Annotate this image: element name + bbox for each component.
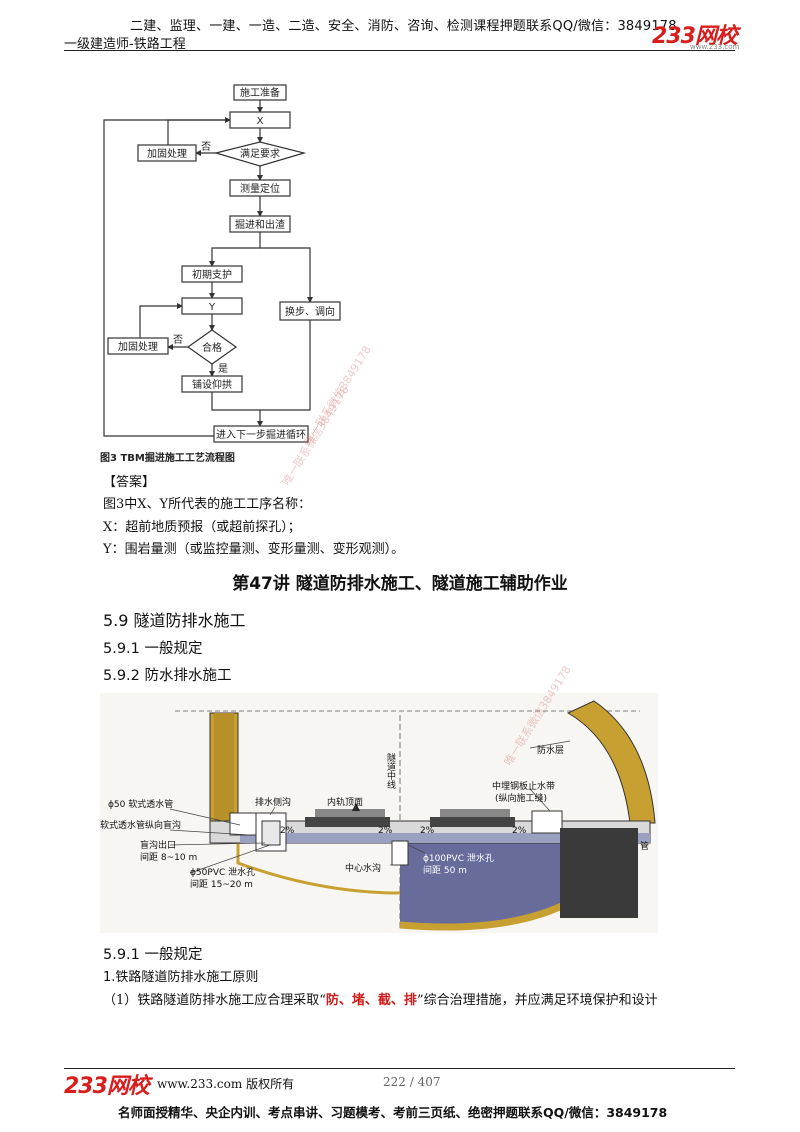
tunnel-drainage-diagram: 隧道中线 防水层 中埋钢板止水带 (纵向施工缝) ϕ50 软式透水管 软式透水管…: [100, 693, 658, 933]
answer-line-3: Y：围岩量测（或监控量测、变形量测、变形观测）。: [103, 542, 405, 557]
flow-node-reinforce1: [137, 144, 197, 162]
section-heading-5-9-1-repeat: 5.9.1 一般规定: [103, 947, 203, 963]
header-subtitle: 一级建造师-铁路工程: [64, 37, 186, 52]
section-heading-5-9-1: 5.9.1 一般规定: [103, 641, 203, 657]
flow-node-start: [233, 84, 287, 101]
label-pvc100-spacing: 间距 50 m: [423, 864, 467, 876]
flow-label-shift: 换步、调向: [285, 305, 335, 318]
principle-text-post: ”综合治理措施，并应满足环境保护和设计: [416, 993, 658, 1008]
footer-copyright: www.233.com 版权所有: [157, 1077, 295, 1091]
label-outlet: 盲沟出口: [140, 839, 176, 851]
label-pipe-end: 管: [640, 840, 649, 852]
footer-logo: 233网校: [64, 1074, 150, 1099]
flow-label-decision2: 合格: [202, 341, 222, 354]
flow-label-reinforce2: 加固处理: [118, 341, 158, 353]
flow-label-y: Y: [208, 302, 216, 313]
flow-label-start: 施工准备: [240, 86, 280, 99]
flow-label-yes: 是: [218, 363, 228, 375]
label-slope-4: 2%: [512, 826, 527, 836]
flowchart-caption: 图3 TBM掘进施工工艺流程图: [100, 453, 235, 464]
label-centerline: 隧道中线: [385, 752, 396, 789]
label-rail-top: 内轨顶面: [327, 796, 363, 808]
flow-label-reinforce1: 加固处理: [147, 148, 187, 160]
flow-node-decision1: [213, 141, 307, 167]
flow-label-excavate: 掘进和出渣: [235, 218, 285, 231]
flow-node-decision2: [186, 329, 238, 365]
flow-label-x: X: [257, 116, 264, 127]
label-outlet-spacing: 间距 8~10 m: [140, 851, 197, 863]
flow-label-no1: 否: [201, 141, 211, 153]
flow-label-no2: 否: [173, 334, 183, 346]
flow-label-invert: 铺设仰拱: [192, 378, 232, 391]
header-rule: [64, 50, 735, 51]
flow-node-y: [181, 297, 243, 315]
footer-rule: [64, 1068, 735, 1069]
label-waterstop: 中埋钢板止水带: [492, 780, 555, 792]
flow-node-shift: [279, 301, 341, 321]
principle-text: （1）铁路隧道防排水施工应合理采取“防、堵、截、排”综合治理措施，并应满足环境保…: [103, 989, 658, 1008]
brand-logo-url: www.233.com: [690, 43, 740, 51]
label-soft-blind: 软式透水管纵向盲沟: [100, 819, 181, 831]
principle-text-pre: （1）铁路隧道防排水施工应合理采取“: [103, 993, 326, 1008]
header-promo-text: 二建、监理、一建、一造、二造、安全、消防、咨询、检测课程押题联系QQ/微信：38…: [130, 19, 677, 34]
label-center-ditch: 中心水沟: [345, 862, 381, 874]
flow-node-support: [181, 265, 243, 283]
label-waterstop-2: (纵向施工缝): [495, 792, 547, 804]
flow-node-reinforce2: [107, 337, 169, 355]
label-side-ditch: 排水侧沟: [255, 796, 291, 808]
label-slope-2: 2%: [378, 826, 393, 836]
flow-node-excavate: [229, 215, 291, 233]
principle-heading: 1.铁路隧道防排水施工原则: [103, 970, 259, 985]
label-slope-1: 2%: [280, 826, 295, 836]
lecture-title: 第47讲 隧道防排水施工、隧道施工辅助作业: [232, 574, 568, 594]
answer-line-2: X：超前地质预报（或超前探孔）；: [103, 520, 301, 535]
flow-node-survey: [229, 179, 291, 197]
flow-node-next: [213, 425, 309, 443]
label-pipe50: ϕ50 软式透水管: [108, 798, 173, 810]
section-heading-5-9-2: 5.9.2 防水排水施工: [103, 668, 232, 684]
brand-logo: 233网校: [652, 24, 738, 49]
flow-node-invert: [181, 375, 243, 393]
answer-label: 【答案】: [103, 475, 156, 490]
tbm-flowchart: 施工准备 X 加固处理 否 满足要求 测量定位 掘进和出渣 初期支护 Y 加固处…: [103, 84, 341, 443]
label-pvc50: ϕ50PVC 泄水孔: [190, 866, 255, 878]
flow-label-survey: 测量定位: [240, 182, 280, 195]
flow-label-decision1: 满足要求: [240, 148, 280, 160]
footer-promo-text: 名师面授精华、央企内训、考点串讲、习题模考、考前三页纸、绝密押题联系QQ/微信：…: [118, 1105, 668, 1120]
flow-label-next: 进入下一步掘进循环: [216, 428, 306, 441]
flow-node-x: [229, 111, 291, 129]
label-waterproof: 防水层: [537, 744, 564, 756]
principle-text-emphasis: 防、堵、截、排: [325, 993, 417, 1008]
label-pvc50-spacing: 间距 15~20 m: [190, 878, 253, 890]
flow-label-support: 初期支护: [192, 268, 232, 281]
page-number: 222 / 407: [383, 1075, 441, 1089]
label-pvc100: ϕ100PVC 泄水孔: [423, 852, 494, 864]
section-heading-5-9: 5.9 隧道防排水施工: [103, 611, 246, 630]
answer-line-1: 图3中X、Y所代表的施工工序名称：: [103, 497, 312, 512]
label-slope-3: 2%: [420, 826, 435, 836]
